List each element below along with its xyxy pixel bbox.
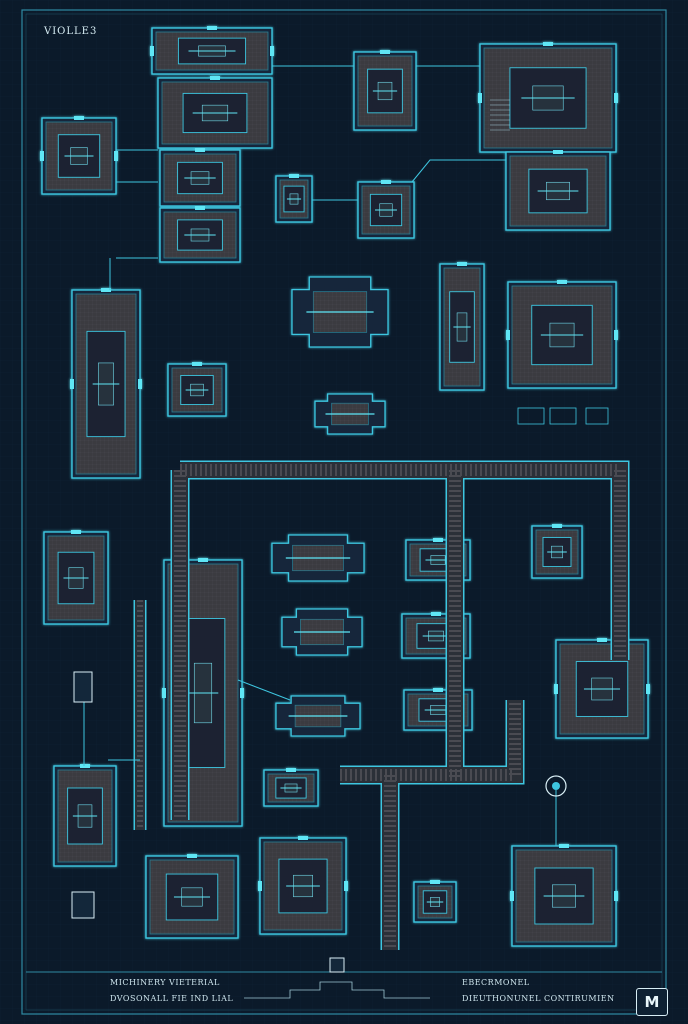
capsule-module <box>439 262 485 391</box>
east-large-room <box>554 638 650 739</box>
wire-spine <box>109 257 158 290</box>
northeast-hall <box>478 42 618 153</box>
east-small-room <box>531 524 583 579</box>
southwest-module <box>53 764 117 867</box>
central-junction-small <box>314 393 386 435</box>
top-tower-block-2 <box>159 148 241 207</box>
sensor-icon-1 <box>517 407 545 425</box>
wire-block-cross <box>237 679 291 701</box>
mid-cross-1 <box>271 534 365 582</box>
valve-icon <box>73 671 93 703</box>
footer-right-line1: EBECRMONEL <box>462 978 530 987</box>
sensor-icon-2 <box>549 407 577 425</box>
sensor-icon-3 <box>585 407 609 425</box>
west-lower-room <box>43 530 109 625</box>
south-small-room <box>263 768 319 807</box>
south-oval-room <box>145 854 239 939</box>
east-square-module <box>506 280 618 389</box>
center-pod <box>275 174 313 223</box>
north-center-room <box>353 50 417 131</box>
gauge-icon <box>545 775 567 797</box>
northeast-annex <box>505 150 611 231</box>
footer-step-motif <box>244 981 430 999</box>
footer-left-line2: DVOSONALL FIE IND LIAL <box>110 994 234 1003</box>
south-center-room <box>258 836 348 935</box>
southeast-room <box>510 844 618 947</box>
wire-southwest <box>83 700 140 766</box>
pump-icon <box>71 891 95 919</box>
sheet-border <box>21 9 667 1015</box>
west-spine-module <box>70 288 142 479</box>
west-upper-room <box>40 116 118 195</box>
mid-cross-3 <box>281 608 363 656</box>
central-cross-chamber <box>291 276 389 348</box>
wire-west-upper <box>116 149 158 183</box>
center-small-room <box>357 180 415 239</box>
south-machine-room <box>413 880 457 923</box>
footer-right-line2: DIEUTHONUNEL CONTIRUMIEN <box>462 994 615 1003</box>
mid-cross-5 <box>275 695 361 737</box>
terminal-icon <box>329 957 345 973</box>
brand-logo: M <box>636 988 668 1016</box>
footer-left-line1: MICHINERY VIETERIAL <box>110 978 220 987</box>
west-middle-room <box>167 362 227 417</box>
sheet-title: VIOLLE3 <box>44 26 98 37</box>
top-tower-header <box>150 26 274 75</box>
top-tower-block-1 <box>157 76 273 149</box>
top-tower-block-3 <box>159 206 241 263</box>
wire-center-east <box>411 159 506 183</box>
sheet-border-inner <box>25 13 663 1011</box>
